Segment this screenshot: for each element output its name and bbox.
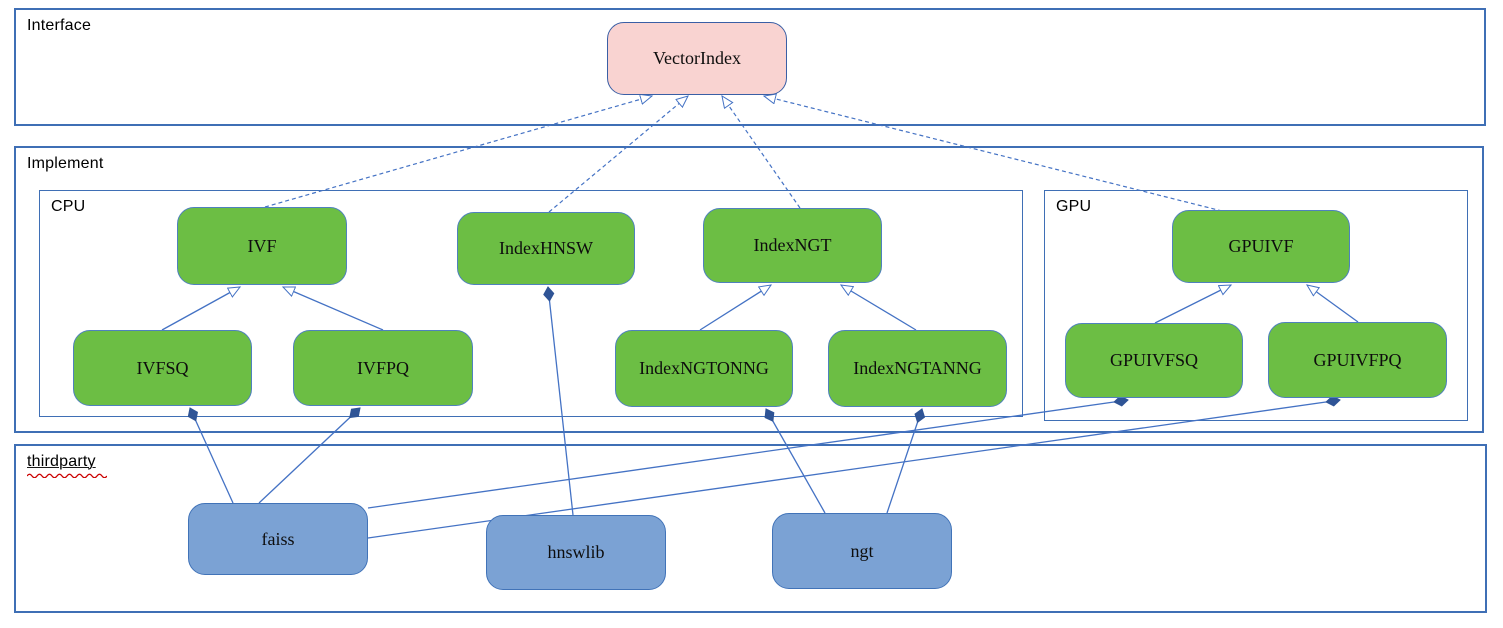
thirdparty-region-label: thirdparty [27,453,107,478]
node-gpuivfsq-label: GPUIVFSQ [1109,350,1199,370]
node-ivf-label: IVF [247,235,277,256]
node-ivf: IVF [177,207,347,285]
gpu-region-label: GPU [1056,198,1092,215]
node-ivfsq: IVFSQ [73,330,252,406]
node-gpuivfpq-label: GPUIVFPQ [1313,349,1402,370]
node-gpuivf: GPUIVF [1172,210,1350,283]
node-ivfsq-label: IVFSQ [136,357,189,378]
node-ngt: ngt [772,513,952,589]
node-indexngt: IndexNGT [703,208,882,283]
node-indexngtonng: IndexNGTONNG [615,330,793,407]
node-indexngtonng-label: IndexNGTONNG [639,358,769,378]
node-hnswlib: hnswlib [486,515,666,590]
node-indexngtanng-label: IndexNGTANNG [853,358,982,378]
cpu-region-label: CPU [51,198,86,215]
node-indexngt-label: IndexNGT [753,235,832,255]
node-indexhnsw: IndexHNSW [457,212,635,285]
node-vectorindex-label: VectorIndex [653,48,741,68]
node-vectorindex: VectorIndex [607,22,787,95]
node-gpuivfpq: GPUIVFPQ [1268,322,1447,398]
spellcheck-wave-underline [27,473,107,478]
node-indexngtanng: IndexNGTANNG [828,330,1007,407]
node-gpuivf-label: GPUIVF [1228,236,1294,256]
node-ngt-label: ngt [850,540,874,561]
node-ivfpq: IVFPQ [293,330,473,406]
node-faiss-label: faiss [261,528,295,549]
node-hnswlib-label: hnswlib [547,542,605,562]
interface-region-label: Interface [27,17,92,34]
node-faiss: faiss [188,503,368,575]
node-gpuivfsq: GPUIVFSQ [1065,323,1243,398]
node-ivfpq-label: IVFPQ [356,357,409,378]
node-indexhnsw-label: IndexHNSW [499,238,593,258]
implement-region-label: Implement [27,155,104,172]
